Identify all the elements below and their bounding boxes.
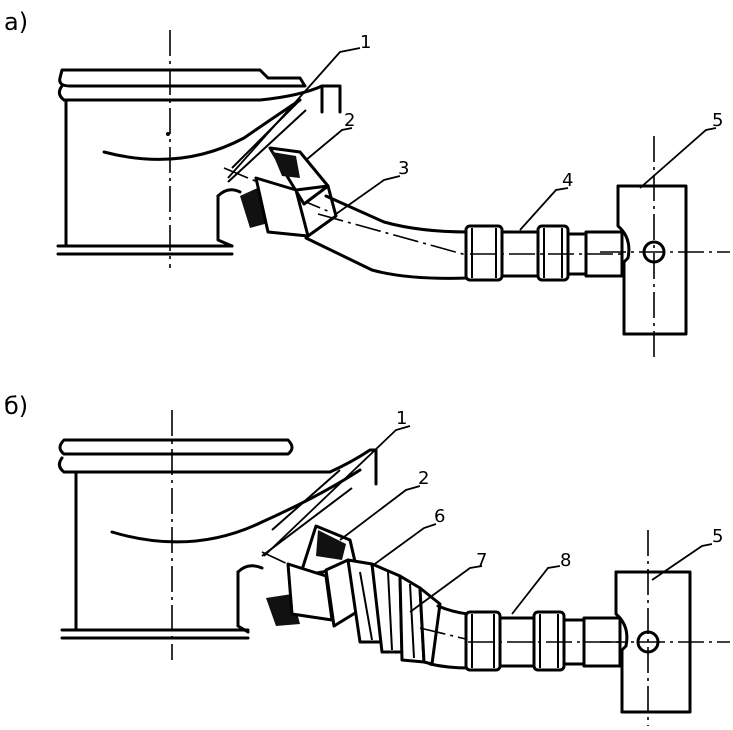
- label-a-1: 1: [360, 32, 371, 53]
- leaders-b: [263, 425, 713, 615]
- panel-b-label: б): [4, 392, 28, 420]
- corrugated-hose-b: [324, 558, 442, 666]
- riser-a: [600, 136, 730, 360]
- label-a-2: 2: [344, 110, 355, 131]
- label-b-6: 6: [434, 506, 445, 527]
- label-b-7: 7: [476, 550, 487, 571]
- label-a-5: 5: [712, 110, 723, 131]
- label-b-2: 2: [418, 468, 429, 489]
- coupling-a: [464, 224, 624, 282]
- leaders-a: [227, 47, 717, 231]
- rubber-cuff-a: [240, 146, 338, 238]
- label-a-4: 4: [562, 170, 573, 191]
- bent-pipe-a: [304, 194, 471, 280]
- toilet-bowl-a: [56, 30, 342, 268]
- label-a-3: 3: [398, 158, 409, 179]
- panel-a-label: а): [4, 8, 28, 36]
- label-b-1: 1: [396, 408, 407, 429]
- label-b-8: 8: [560, 550, 571, 571]
- label-b-5: 5: [712, 526, 723, 547]
- panel-a: а): [4, 8, 730, 360]
- coupling-b: [464, 610, 622, 672]
- panel-b: б): [4, 392, 730, 726]
- riser-b: [600, 530, 730, 726]
